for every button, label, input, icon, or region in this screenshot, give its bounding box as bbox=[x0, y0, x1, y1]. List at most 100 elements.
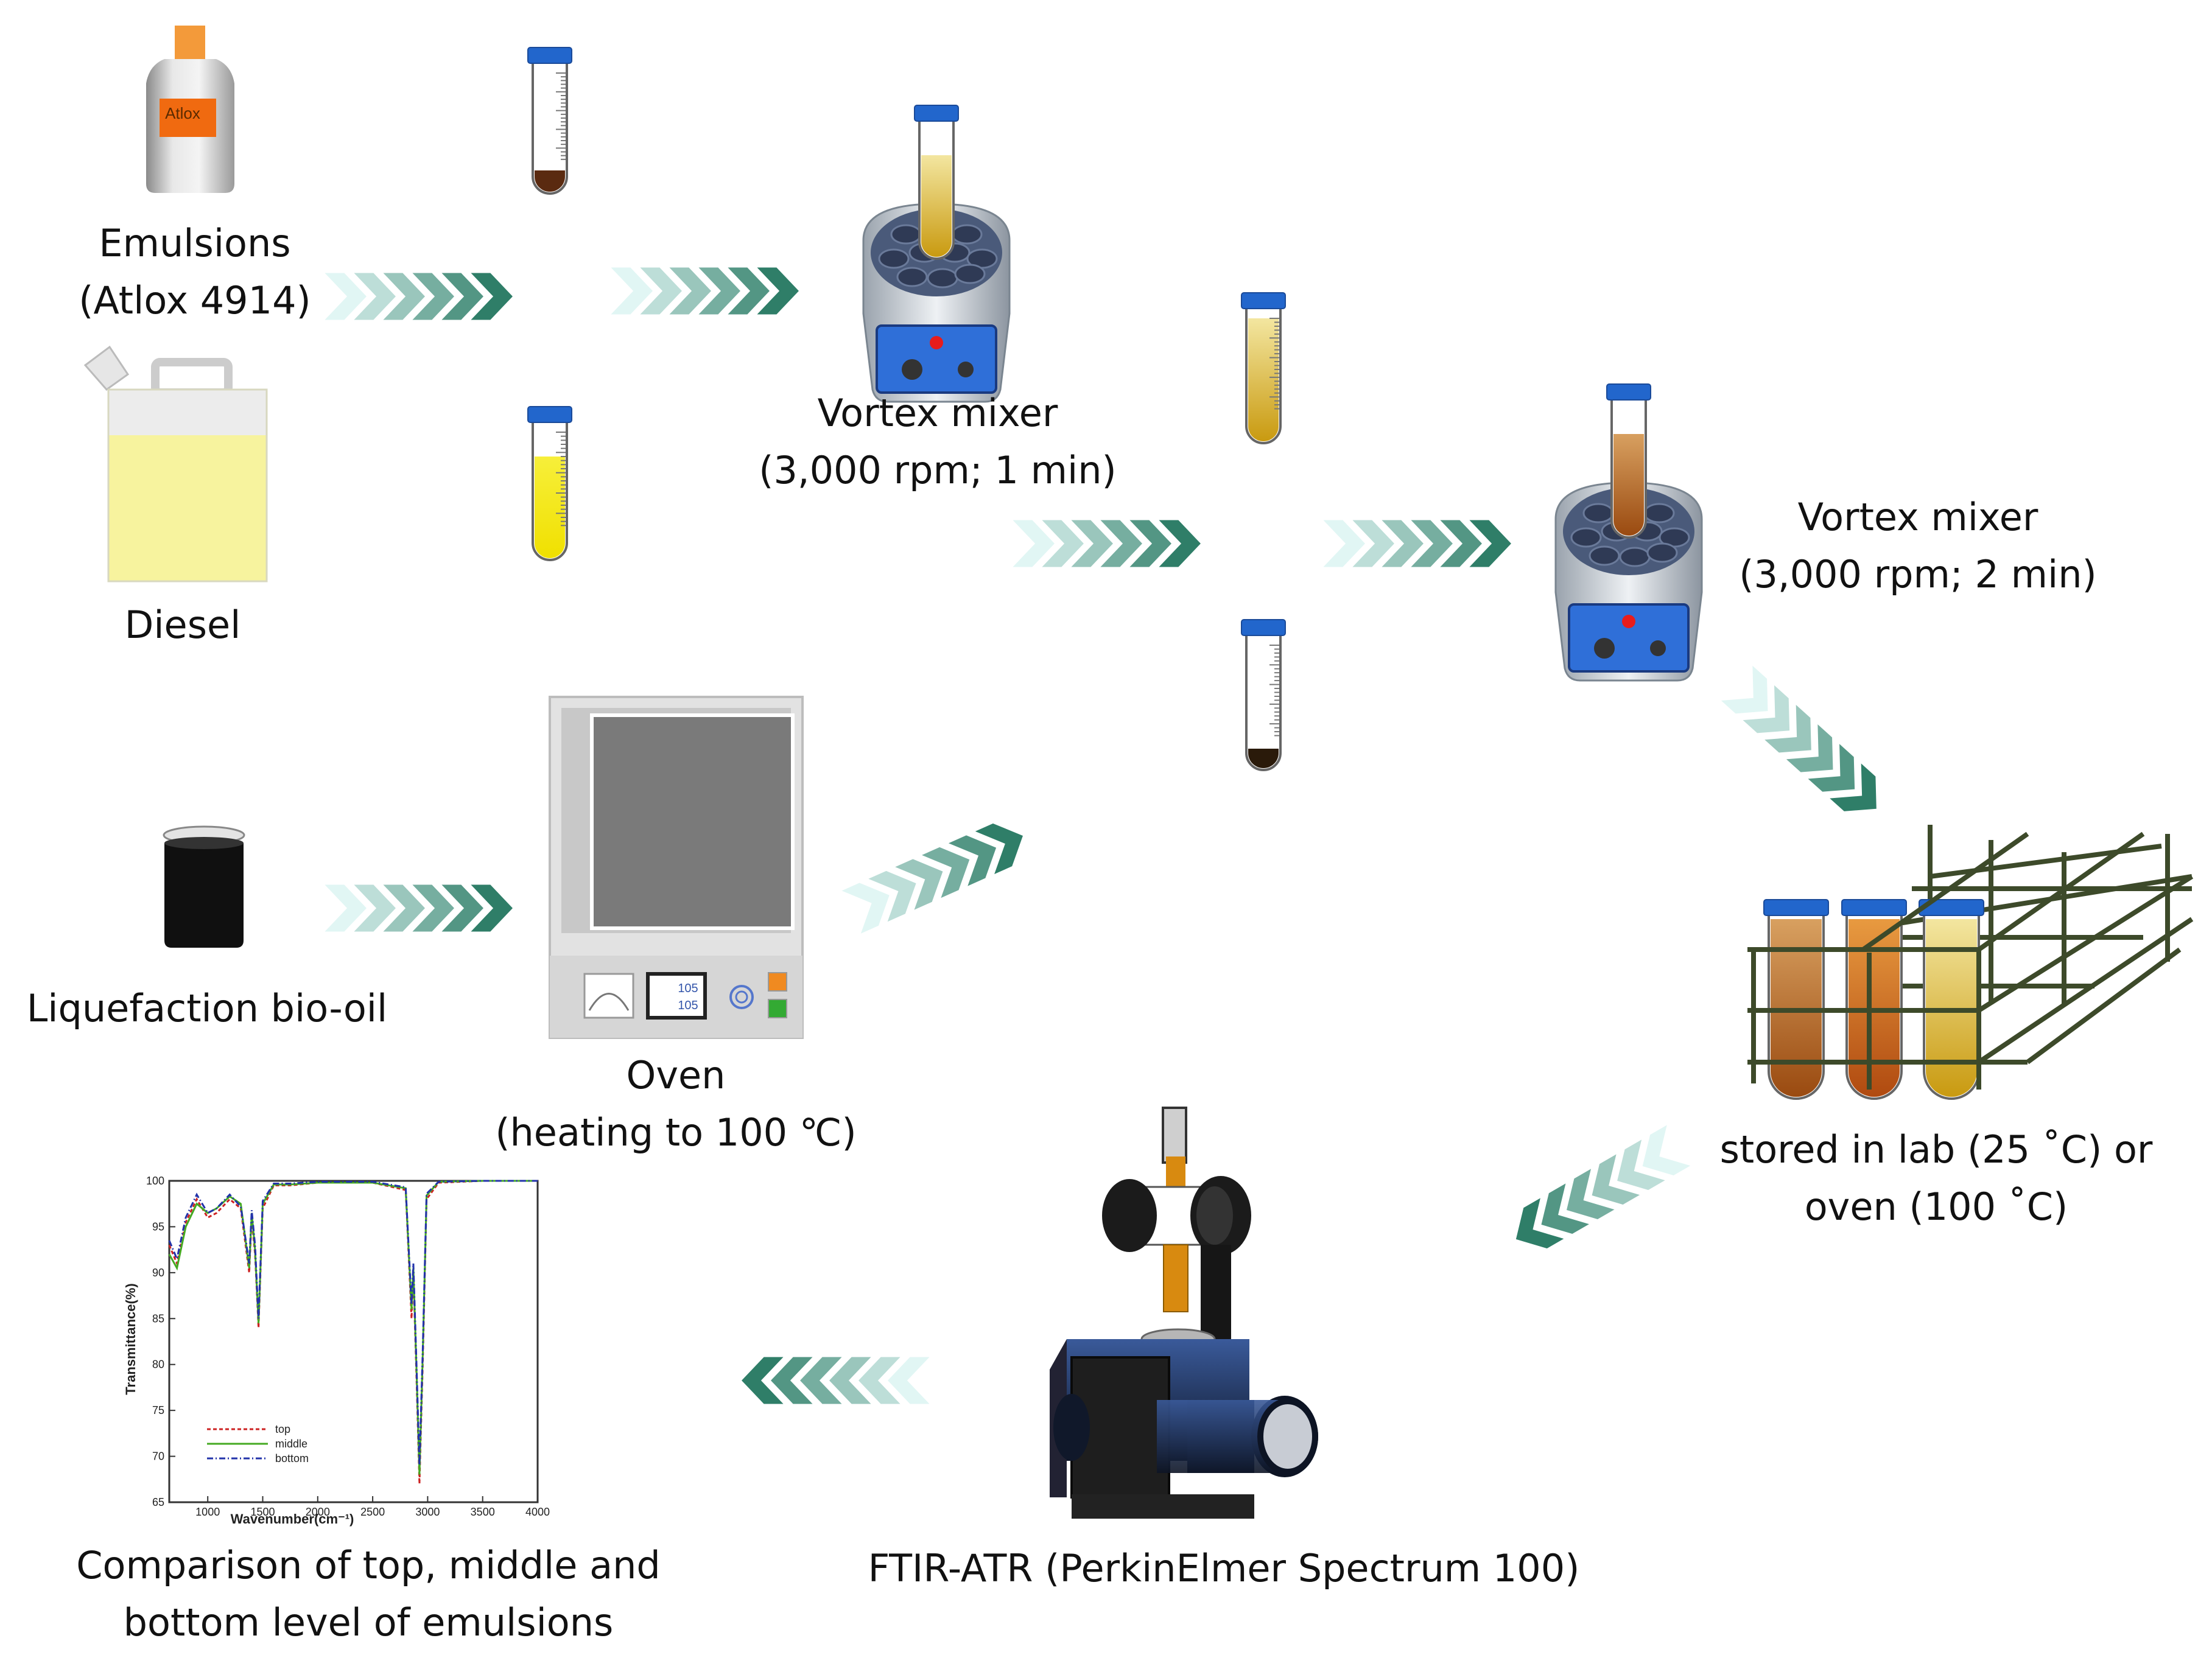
chevron-icon bbox=[437, 271, 486, 322]
chevron-icon bbox=[1782, 720, 1835, 774]
chevron-icon bbox=[466, 271, 516, 322]
chevron-icon bbox=[694, 265, 743, 317]
arrow-to-mixer2 bbox=[1319, 518, 1514, 569]
bio-oil-tube-icon bbox=[1241, 619, 1286, 771]
chevron-icon bbox=[1738, 681, 1792, 735]
y-tick-label: 90 bbox=[152, 1267, 164, 1279]
oven-label-title: Oven bbox=[626, 1053, 726, 1097]
x-tick-label: 1000 bbox=[195, 1506, 220, 1518]
diesel-can-icon bbox=[83, 345, 268, 583]
storage-label-line2: oven (100 ˚C) bbox=[1804, 1184, 2068, 1229]
chevron-icon bbox=[606, 265, 656, 317]
y-tick-label: 100 bbox=[146, 1175, 164, 1187]
vortex-mixers bbox=[862, 105, 1703, 682]
arrow-to-storage bbox=[1716, 661, 1878, 813]
ftir-label: FTIR-ATR (PerkinElmer Spectrum 100) bbox=[834, 1540, 1613, 1597]
stored-tube-icon bbox=[1841, 899, 1907, 1100]
chevron-icon bbox=[1539, 1180, 1594, 1236]
x-tick-label: 3000 bbox=[415, 1506, 440, 1518]
chevron-icon bbox=[1640, 1121, 1695, 1178]
emulsions-label: Emulsions (Atlox 4914) bbox=[73, 215, 317, 329]
arrow-to-chart bbox=[739, 1355, 934, 1406]
stored-tube-icon bbox=[1919, 899, 1984, 1100]
diesel-tube-icon bbox=[527, 406, 572, 561]
chevron-icon bbox=[320, 271, 370, 322]
series-line-bottom bbox=[168, 1180, 538, 1466]
arrow-to-mixer1 bbox=[606, 265, 802, 317]
chevron-icon bbox=[944, 833, 999, 890]
chevron-icon bbox=[1319, 518, 1368, 569]
vortex-mixer-2-setting: (3,000 rpm; 2 min) bbox=[1739, 552, 2097, 597]
vortex-mixer-1-setting: (3,000 rpm; 1 min) bbox=[759, 448, 1117, 492]
chevron-icon bbox=[1377, 518, 1427, 569]
comparison-label-line1: Comparison of top, middle and bbox=[76, 1543, 661, 1587]
chevron-icon bbox=[768, 1355, 817, 1406]
chevron-icon bbox=[1760, 701, 1813, 755]
chevron-icon bbox=[379, 883, 428, 934]
chevron-icon bbox=[1067, 518, 1116, 569]
y-tick-label: 65 bbox=[152, 1496, 164, 1508]
chevron-icon bbox=[1465, 518, 1514, 569]
atlox-bottle-icon: Atlox bbox=[146, 26, 234, 193]
chevron-icon bbox=[320, 883, 370, 934]
chevron-icon bbox=[739, 1355, 788, 1406]
comparison-label: Comparison of top, middle and bottom lev… bbox=[49, 1537, 688, 1651]
chevron-icon bbox=[863, 869, 919, 925]
tube-rack-icon bbox=[1747, 825, 2194, 1100]
legend-label: top bbox=[275, 1423, 290, 1435]
oven-display-line1: 105 bbox=[678, 982, 698, 995]
emulsions-label-line2: (Atlox 4914) bbox=[79, 278, 311, 323]
chevron-icon bbox=[665, 265, 714, 317]
chart-ylabel: Transmittance(%) bbox=[123, 1283, 138, 1394]
ftir-label-text: FTIR-ATR (PerkinElmer Spectrum 100) bbox=[868, 1546, 1580, 1590]
vortex-mixer-2-icon bbox=[1554, 383, 1703, 682]
chevron-icon bbox=[855, 1355, 905, 1406]
chevron-icon bbox=[1589, 1150, 1645, 1207]
test-tubes bbox=[527, 47, 1286, 771]
atlox-tube-icon bbox=[527, 47, 572, 195]
emulsions-label-line1: Emulsions bbox=[99, 221, 291, 265]
oven-icon: 105 105 bbox=[549, 696, 804, 1039]
diesel-label-text: Diesel bbox=[124, 603, 241, 647]
mixer-tube-icon bbox=[1606, 383, 1651, 539]
y-tick-label: 70 bbox=[152, 1450, 164, 1463]
storage-label-line1: stored in lab (25 ˚C) or bbox=[1719, 1127, 2153, 1172]
chevron-icon bbox=[1348, 518, 1397, 569]
vortex-mixer-1-title: Vortex mixer bbox=[817, 391, 1058, 435]
stored-tube-icon bbox=[1763, 899, 1829, 1100]
arrow-to-ftir bbox=[1514, 1121, 1695, 1251]
chevron-icon bbox=[349, 883, 399, 934]
vortex-mixer-1-icon bbox=[862, 105, 1011, 403]
comparison-label-line2: bottom level of emulsions bbox=[123, 1600, 614, 1645]
arrow-from-mixer1 bbox=[1008, 518, 1204, 569]
chevron-icon bbox=[408, 883, 457, 934]
arrow-emulsions bbox=[320, 271, 516, 322]
chevron-icon bbox=[797, 1355, 846, 1406]
bio-oil-label: Liquefaction bio-oil bbox=[12, 980, 402, 1037]
x-tick-label: 4000 bbox=[525, 1506, 550, 1518]
x-tick-label: 3500 bbox=[471, 1506, 495, 1518]
chevron-icon bbox=[1008, 518, 1058, 569]
arrow-bio-oil bbox=[320, 883, 516, 934]
mixer-tube-icon bbox=[914, 105, 959, 260]
chevron-icon bbox=[1436, 518, 1485, 569]
chevron-icon bbox=[1406, 518, 1456, 569]
chevron-icon bbox=[1564, 1165, 1620, 1222]
mixed-tube-icon bbox=[1241, 292, 1286, 444]
x-tick-label: 2000 bbox=[306, 1506, 330, 1518]
vortex-mixer-2-label: Vortex mixer (3,000 rpm; 2 min) bbox=[1723, 489, 2113, 603]
bottle-label: Atlox bbox=[165, 104, 200, 122]
chevron-icon bbox=[1096, 518, 1145, 569]
diesel-liquid bbox=[108, 435, 267, 581]
series-line-top bbox=[168, 1180, 538, 1484]
bio-oil-label-text: Liquefaction bio-oil bbox=[26, 986, 388, 1030]
oven-label-setting: (heating to 100 ℃) bbox=[495, 1110, 857, 1155]
y-tick-label: 95 bbox=[152, 1220, 164, 1233]
legend-label: bottom bbox=[275, 1452, 309, 1464]
x-tick-label: 1500 bbox=[250, 1506, 275, 1518]
chevron-icon bbox=[1825, 759, 1878, 813]
chevron-icon bbox=[723, 265, 773, 317]
chevron-icon bbox=[1154, 518, 1204, 569]
bio-oil-jar-icon bbox=[163, 825, 245, 948]
